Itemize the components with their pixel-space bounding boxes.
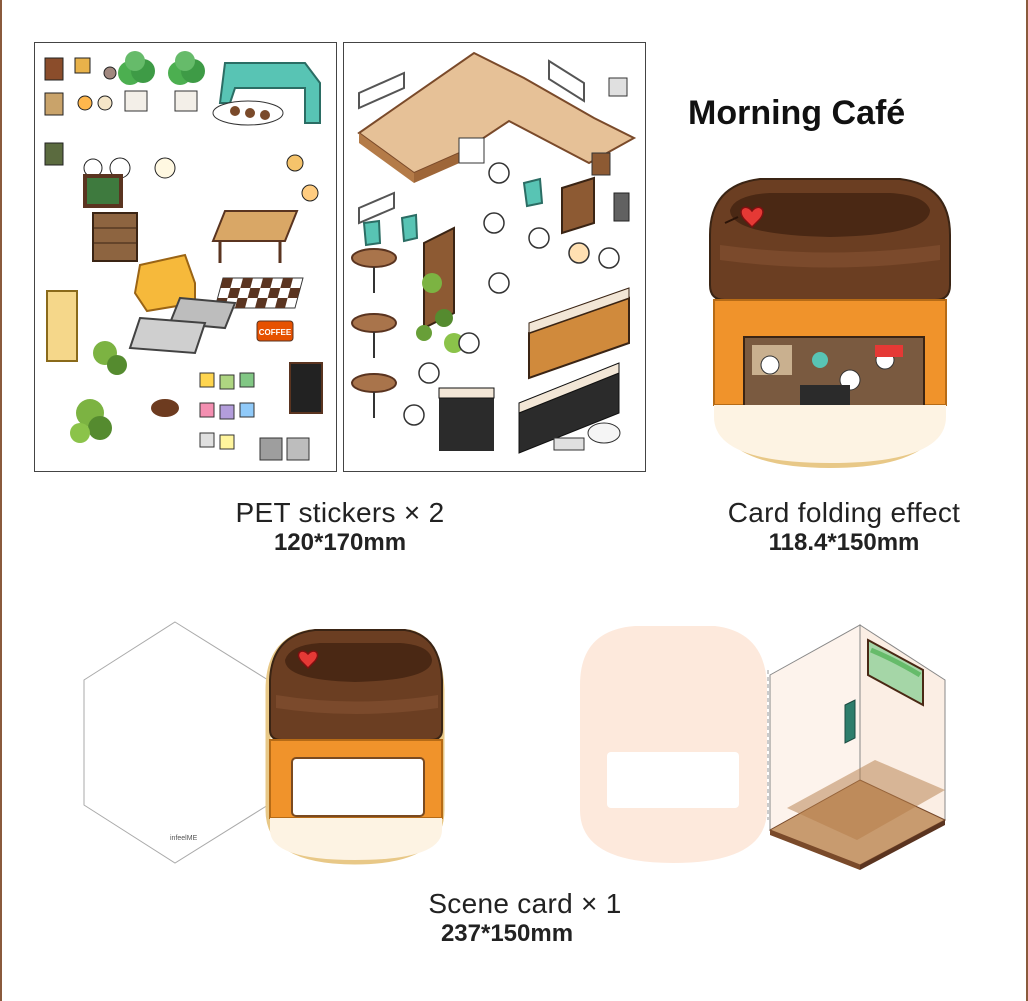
- heart-icon: [297, 650, 319, 670]
- stickers-caption: PET stickers × 2 120*170mm: [200, 497, 480, 557]
- sticker-sheet-1: COFFEE: [34, 42, 337, 472]
- stickers-label: PET stickers × 2: [235, 497, 445, 528]
- cabinet-sticker: [92, 212, 138, 262]
- menu-board-sticker: [289, 362, 323, 414]
- animal-stickers: [403, 162, 620, 426]
- hexagon-backside: [83, 621, 269, 864]
- sticker-sheet-2-art: [351, 51, 637, 454]
- checker-floor-sticker: [214, 277, 304, 309]
- grey-table-sticker: [168, 296, 237, 330]
- brand-mark: infeelME: [170, 835, 198, 842]
- scene-size: 237*150mm: [440, 920, 574, 947]
- board-sticker: [83, 174, 123, 208]
- small-stickers: [44, 57, 319, 202]
- folding-size: 118.4*150mm: [768, 529, 920, 556]
- counter-stickers: [438, 287, 630, 454]
- right-border: [1026, 0, 1028, 1001]
- bench-sticker: [218, 62, 321, 124]
- stairs-sticker: [416, 226, 464, 353]
- railing-stickers: [358, 59, 585, 225]
- step-shelf-sticker: [561, 176, 595, 235]
- heart-icon: [740, 206, 764, 229]
- scene-label: Scene card × 1: [428, 888, 622, 919]
- left-border: [0, 0, 2, 1001]
- stickers-size: 120*170mm: [273, 529, 407, 556]
- back-window-cutout: [607, 752, 739, 808]
- folding-label: Card folding effect: [727, 497, 961, 528]
- greenery-sticker: [70, 341, 127, 443]
- product-title: Morning Café: [688, 94, 906, 132]
- scene-window-cutout: [291, 757, 425, 817]
- folded-card-image: [709, 178, 951, 469]
- scene-card-back: [580, 624, 947, 870]
- small-stickers-2: [458, 77, 630, 451]
- sticker-sheet-2: [343, 42, 646, 472]
- plant-sticker: [118, 51, 205, 112]
- chair-stickers: [362, 177, 544, 247]
- coffee-sign-sticker: COFFEE: [256, 320, 294, 342]
- bread-sticker: [151, 399, 179, 417]
- folding-caption: Card folding effect 118.4*150mm: [694, 497, 994, 557]
- table-sticker: [211, 210, 299, 242]
- scene-caption: Scene card × 1 237*150mm: [380, 888, 670, 948]
- bag-stickers: [199, 372, 310, 461]
- sticker-sheet-1-art: COFFEE: [44, 51, 323, 461]
- scene-card-front: infeelME: [83, 621, 445, 865]
- shelf-sticker: [46, 290, 78, 362]
- room-door: [844, 699, 856, 744]
- peach-back: [580, 626, 767, 863]
- coffee-sign-text: COFFEE: [259, 328, 292, 337]
